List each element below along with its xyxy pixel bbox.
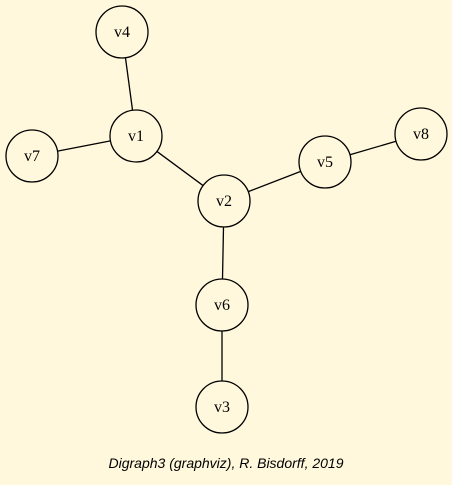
node-circle-v3 — [195, 380, 249, 434]
nodes-layer: v4 v1 v7 v2 v5 v8 v6 v3 — [5, 5, 448, 434]
node-circle-v4 — [95, 5, 149, 59]
node-circle-v5 — [298, 135, 352, 189]
node-circle-v6 — [195, 278, 249, 332]
node-v7: v7 — [5, 129, 59, 183]
node-label-v6: v6 — [214, 297, 230, 314]
edge-v2-v6 — [221, 226, 225, 280]
node-v1: v1 — [109, 109, 163, 163]
node-v8: v8 — [394, 107, 448, 161]
node-circle-v8 — [394, 107, 448, 161]
edge-v2-v5 — [248, 170, 301, 193]
node-circle-v2 — [197, 174, 251, 228]
node-label-v7: v7 — [24, 148, 40, 165]
edge-v4-v1 — [124, 57, 134, 111]
node-label-v1: v1 — [128, 128, 144, 145]
edge-v1-v2 — [156, 150, 204, 187]
node-circle-v7 — [5, 129, 59, 183]
node-v2: v2 — [197, 174, 251, 228]
node-label-v8: v8 — [413, 126, 429, 143]
edge-v5-v8 — [349, 140, 397, 156]
node-label-v5: v5 — [317, 154, 333, 171]
node-v4: v4 — [95, 5, 149, 59]
diagram-caption: Digraph3 (graphviz), R. Bisdorff, 2019 — [108, 455, 344, 471]
node-v3: v3 — [195, 380, 249, 434]
node-v6: v6 — [195, 278, 249, 332]
node-circle-v1 — [109, 109, 163, 163]
node-label-v3: v3 — [214, 399, 230, 416]
node-v5: v5 — [298, 135, 352, 189]
node-label-v2: v2 — [216, 193, 232, 210]
edge-v7-v1 — [57, 140, 111, 152]
edges-layer — [57, 57, 397, 381]
node-label-v4: v4 — [114, 24, 130, 41]
